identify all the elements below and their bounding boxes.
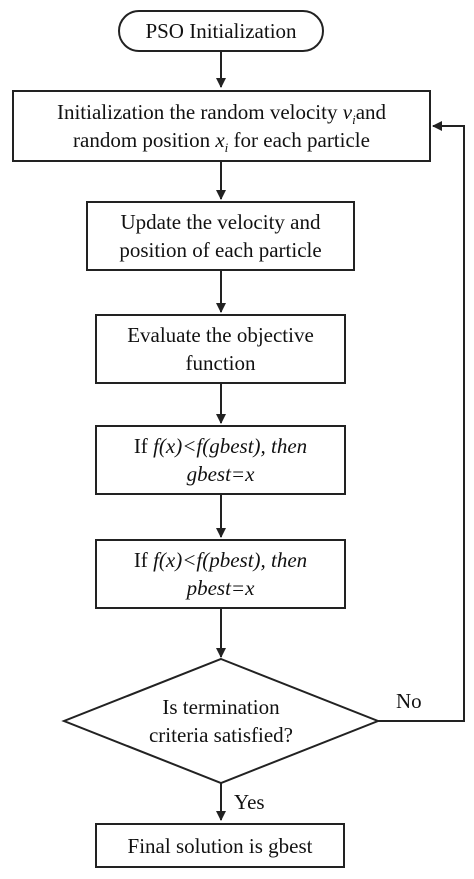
pbest-condition: f(x)<f(pbest), then <box>153 548 308 572</box>
start-label: PSO Initialization <box>145 19 297 43</box>
yes-branch-label: Yes <box>234 790 265 814</box>
position-subscript: i <box>224 140 229 156</box>
init-line-1-text: Initialization the random velocity <box>56 100 343 124</box>
gbest-condition-line: If f(x)<f(gbest), then <box>134 432 307 460</box>
gbest-if-text: If <box>133 434 154 458</box>
init-line-2: random position xi for each particle <box>73 126 370 154</box>
pbest-assign: pbest=x <box>186 576 255 600</box>
decision-line-2: criteria satisfied? <box>148 723 293 747</box>
evaluate-process-box: Evaluate the objective function <box>95 314 346 384</box>
pbest-assign-line: pbest=x <box>187 574 255 602</box>
velocity-subscript: i <box>352 112 356 128</box>
position-symbol: x <box>215 128 225 152</box>
evaluate-line-2: function <box>185 351 256 375</box>
decision-label: Is termination criteria satisfied? <box>96 693 346 749</box>
decision-diamond <box>61 657 381 785</box>
decision-line-1: Is termination <box>162 695 280 719</box>
init-process-box: Initialization the random velocity viand… <box>12 90 431 162</box>
init-line-2-text: random position <box>73 128 216 152</box>
pbest-condition-line: If f(x)<f(pbest), then <box>134 546 307 574</box>
init-line-1-end: and <box>355 100 387 124</box>
final-label: Final solution is gbest <box>127 833 313 858</box>
start-terminal: PSO Initialization <box>118 10 324 52</box>
gbest-check-box: If f(x)<f(gbest), then gbest=x <box>95 425 346 495</box>
update-line-2: position of each particle <box>119 238 322 262</box>
init-line-2-end: for each particle <box>228 128 370 152</box>
pbest-check-box: If f(x)<f(pbest), then pbest=x <box>95 539 346 609</box>
gbest-condition: f(x)<f(gbest), then <box>153 434 308 458</box>
update-process-box: Update the velocity and position of each… <box>86 201 355 271</box>
no-branch-label: No <box>396 689 422 713</box>
init-line-1: Initialization the random velocity viand <box>57 98 386 126</box>
update-line-1: Update the velocity and <box>120 210 321 234</box>
gbest-assign: gbest=x <box>186 462 255 486</box>
velocity-symbol: v <box>342 100 353 124</box>
final-terminal: Final solution is gbest <box>95 823 345 868</box>
pbest-if-text: If <box>133 548 154 572</box>
gbest-assign-line: gbest=x <box>187 460 255 488</box>
arrow-no-loop <box>378 121 465 722</box>
evaluate-line-1: Evaluate the objective <box>127 323 314 347</box>
